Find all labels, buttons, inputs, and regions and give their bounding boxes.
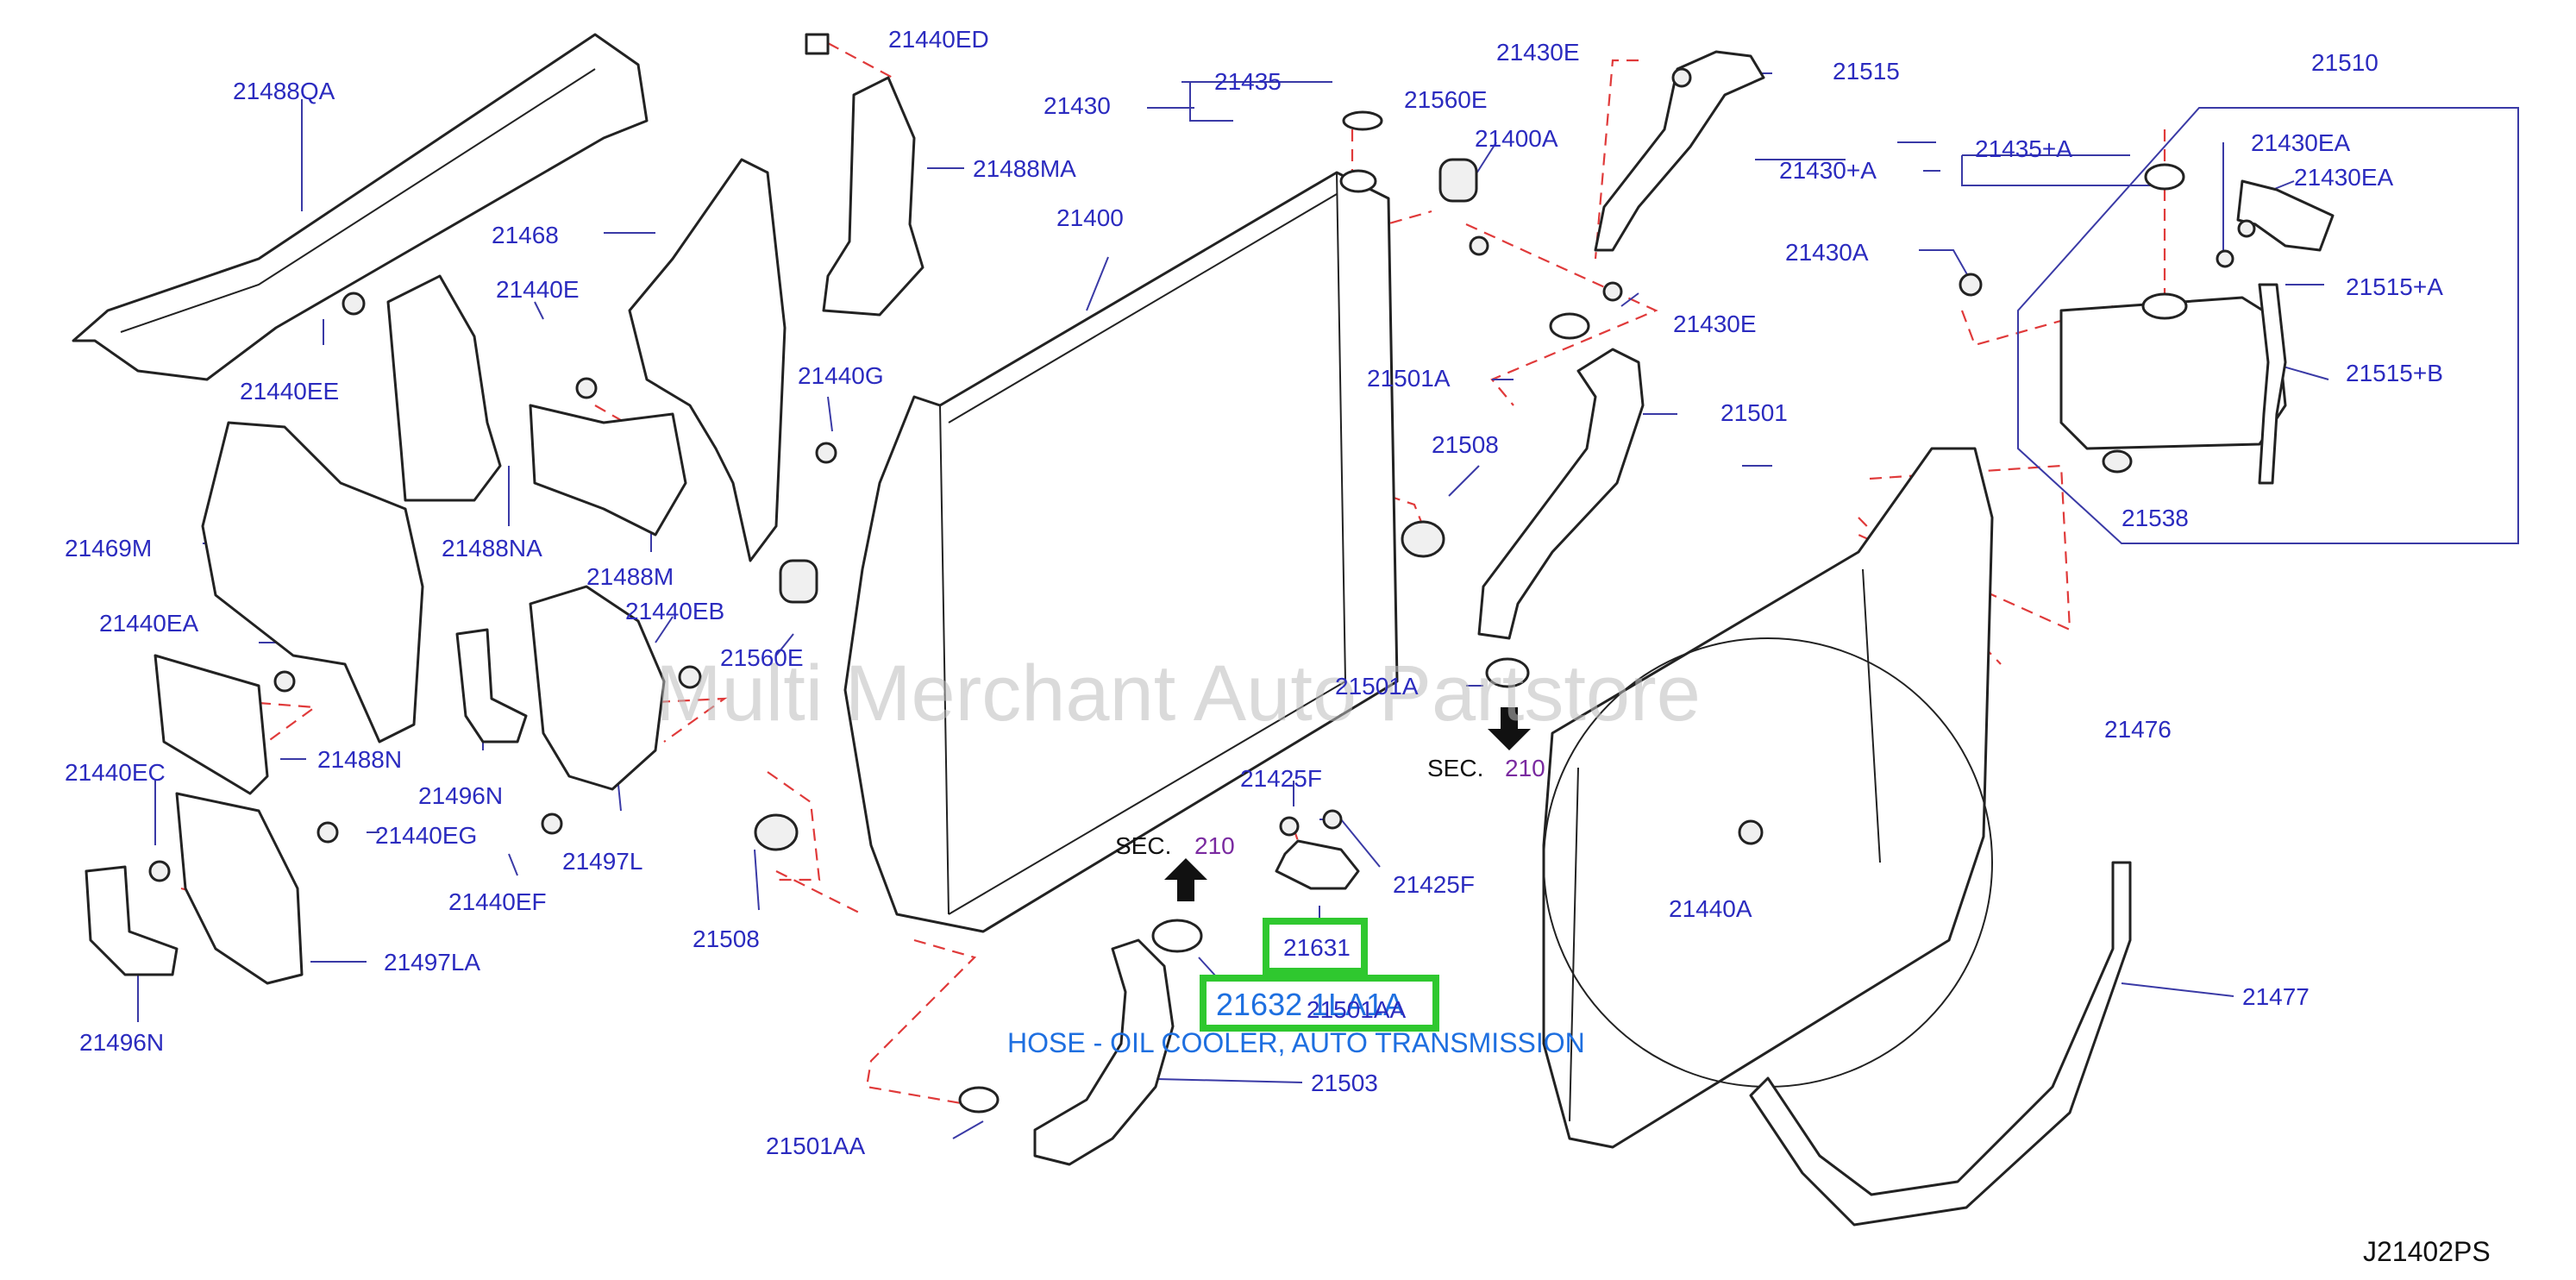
part-label[interactable]: 21508 bbox=[693, 925, 760, 952]
part-label[interactable]: 21440EF bbox=[448, 888, 547, 915]
part-label[interactable]: 21440A bbox=[1669, 895, 1752, 922]
part-label[interactable]: 21496N bbox=[418, 782, 503, 809]
part-label[interactable]: 21510 bbox=[2311, 49, 2379, 76]
part-label[interactable]: 21435+A bbox=[1975, 135, 2072, 162]
part-label[interactable]: 21430+A bbox=[1779, 157, 1877, 184]
part-label[interactable]: 21440E bbox=[496, 276, 580, 303]
part-label[interactable]: 21430EA bbox=[2251, 129, 2351, 156]
parts bbox=[72, 33, 2519, 1227]
part-label[interactable]: 21497L bbox=[562, 848, 642, 875]
part-label[interactable]: 21488N bbox=[317, 746, 402, 773]
part-label[interactable]: 21440EA bbox=[99, 610, 199, 637]
part-label[interactable]: 21430 bbox=[1044, 92, 1111, 119]
part-label[interactable]: 21440EB bbox=[625, 598, 724, 624]
part-label-highlight-b[interactable]: 21632 1LA1A bbox=[1216, 987, 1404, 1022]
sec-ref-right-prefix: SEC. bbox=[1427, 755, 1483, 781]
part-label[interactable]: 21430EA bbox=[2294, 164, 2394, 191]
part-label-highlight-a[interactable]: 21631 bbox=[1283, 934, 1351, 961]
part-label[interactable]: 21488M bbox=[586, 563, 674, 590]
part-label[interactable]: 21488QA bbox=[233, 78, 335, 104]
part-label[interactable]: 21501AA bbox=[766, 1133, 866, 1159]
watermark: Multi Merchant Auto Partstore bbox=[655, 649, 1701, 737]
part-label[interactable]: 21430E bbox=[1496, 39, 1580, 66]
part-label[interactable]: 21435 bbox=[1214, 68, 1282, 95]
highlight-box-21632 bbox=[1200, 975, 1439, 1032]
part-label[interactable]: 21503 bbox=[1311, 1070, 1378, 1096]
part-label[interactable]: 21400A bbox=[1475, 125, 1558, 152]
part-label[interactable]: 21430A bbox=[1785, 239, 1869, 266]
part-label[interactable]: 21496N bbox=[79, 1029, 164, 1056]
part-label[interactable]: 21515+B bbox=[2346, 360, 2443, 386]
part-label[interactable]: 21515 bbox=[1833, 58, 1900, 85]
part-label[interactable]: 21560E bbox=[720, 644, 804, 671]
part-label[interactable]: 21440EC bbox=[65, 759, 166, 786]
part-label[interactable]: 21501A bbox=[1335, 673, 1419, 700]
part-label[interactable]: 21425F bbox=[1240, 765, 1322, 792]
part-caption: HOSE - OIL COOLER, AUTO TRANSMISSION bbox=[1007, 1027, 1585, 1058]
sec-ref-left-number[interactable]: 210 bbox=[1194, 832, 1235, 859]
part-label-overlapped: 21501AA bbox=[1307, 996, 1407, 1023]
part-label[interactable]: 21468 bbox=[492, 222, 559, 248]
highlight-box-21631 bbox=[1263, 918, 1368, 975]
part-label[interactable]: 21440ED bbox=[888, 26, 989, 53]
part-label[interactable]: 21515+A bbox=[2346, 273, 2443, 300]
part-label[interactable]: 21440G bbox=[798, 362, 884, 389]
part-label[interactable]: 21501 bbox=[1720, 399, 1788, 426]
part-label[interactable]: 21469M bbox=[65, 535, 152, 562]
part-label[interactable]: 21430E bbox=[1673, 311, 1757, 337]
part-label[interactable]: 21400 bbox=[1056, 204, 1124, 231]
part-label[interactable]: 21477 bbox=[2242, 983, 2310, 1010]
diagram-code: J21402PS bbox=[2363, 1236, 2491, 1267]
sec-ref-right-number[interactable]: 210 bbox=[1505, 755, 1545, 781]
part-label[interactable]: 21476 bbox=[2104, 716, 2172, 743]
sec-ref-left-prefix: SEC. bbox=[1115, 832, 1171, 859]
part-label[interactable]: 21440EG bbox=[375, 822, 477, 849]
part-labels: 21488QA 21440ED 21435 21430 21560E 21430… bbox=[65, 26, 2443, 1159]
part-label[interactable]: 21497LA bbox=[384, 949, 480, 976]
part-label[interactable]: 21425F bbox=[1393, 871, 1475, 898]
section-refs: SEC. 210 SEC. 210 bbox=[1115, 755, 1545, 859]
part-label[interactable]: 21508 bbox=[1432, 431, 1499, 458]
highlighted-parts: 21631 21632 1LA1A 21501AA bbox=[1200, 918, 1439, 1032]
part-label[interactable]: 21560E bbox=[1404, 86, 1488, 113]
part-label[interactable]: 21501A bbox=[1367, 365, 1451, 392]
part-label[interactable]: 21538 bbox=[2122, 505, 2189, 531]
part-label[interactable]: 21488MA bbox=[973, 155, 1076, 182]
part-label[interactable]: 21440EE bbox=[240, 378, 339, 405]
part-label[interactable]: 21488NA bbox=[442, 535, 542, 562]
